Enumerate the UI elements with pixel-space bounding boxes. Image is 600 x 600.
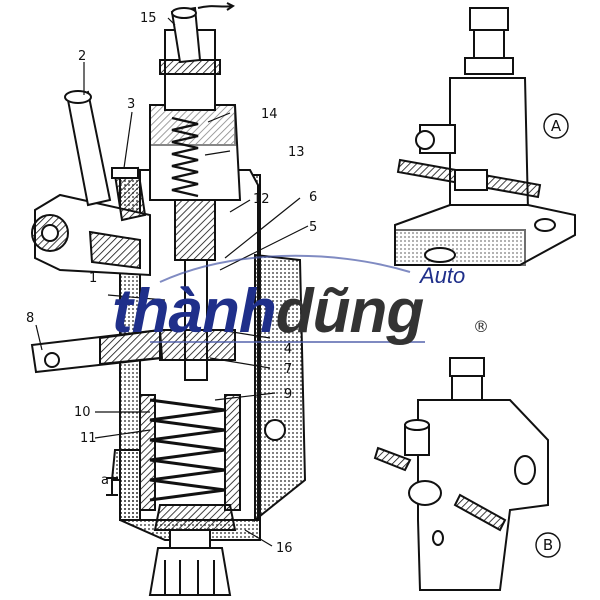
- part-number-labels: 1 2 3 4 5 6 7 8 9 10 11 12 13 14 15 16 a: [26, 11, 317, 556]
- pump-exterior-view-b: [373, 357, 549, 591]
- part-label-16: 16: [276, 541, 293, 556]
- brand-name-dung: dũng: [276, 277, 424, 346]
- svg-text:thànhdũng: thànhdũng: [112, 277, 423, 346]
- brand-name-thanh: thành: [112, 277, 276, 346]
- part-label-8: 8: [26, 311, 34, 326]
- part-label-13: 13: [288, 145, 305, 160]
- part-label-10: 10: [74, 405, 91, 420]
- view-b-label: B: [543, 536, 553, 554]
- dimension-label-a: a: [101, 473, 109, 488]
- brand-auto-text: Auto: [418, 263, 465, 288]
- upper-spring: [171, 116, 199, 198]
- part-label-12: 12: [253, 192, 270, 207]
- part-label-14: 14: [261, 107, 278, 122]
- part-label-6: 6: [309, 190, 317, 205]
- view-a-marker: A: [543, 113, 569, 139]
- part-label-15: 15: [140, 11, 157, 26]
- pump-exterior-view-a: [394, 7, 576, 266]
- part-label-7: 7: [284, 362, 292, 377]
- registered-mark: ®: [473, 317, 489, 336]
- part-label-3: 3: [127, 97, 135, 112]
- part-label-9: 9: [284, 387, 292, 402]
- part-label-1: 1: [89, 271, 97, 286]
- pump-cross-section: [30, 2, 307, 596]
- leader-lines: [35, 17, 309, 547]
- part-label-2: 2: [78, 49, 86, 64]
- part-label-5: 5: [309, 220, 317, 235]
- part-label-11: 11: [80, 431, 97, 446]
- view-a-label: A: [551, 117, 562, 135]
- view-b-marker: B: [535, 532, 561, 558]
- part-label-4: 4: [284, 342, 292, 357]
- brand-watermark: thànhdũng Auto ®: [112, 254, 489, 346]
